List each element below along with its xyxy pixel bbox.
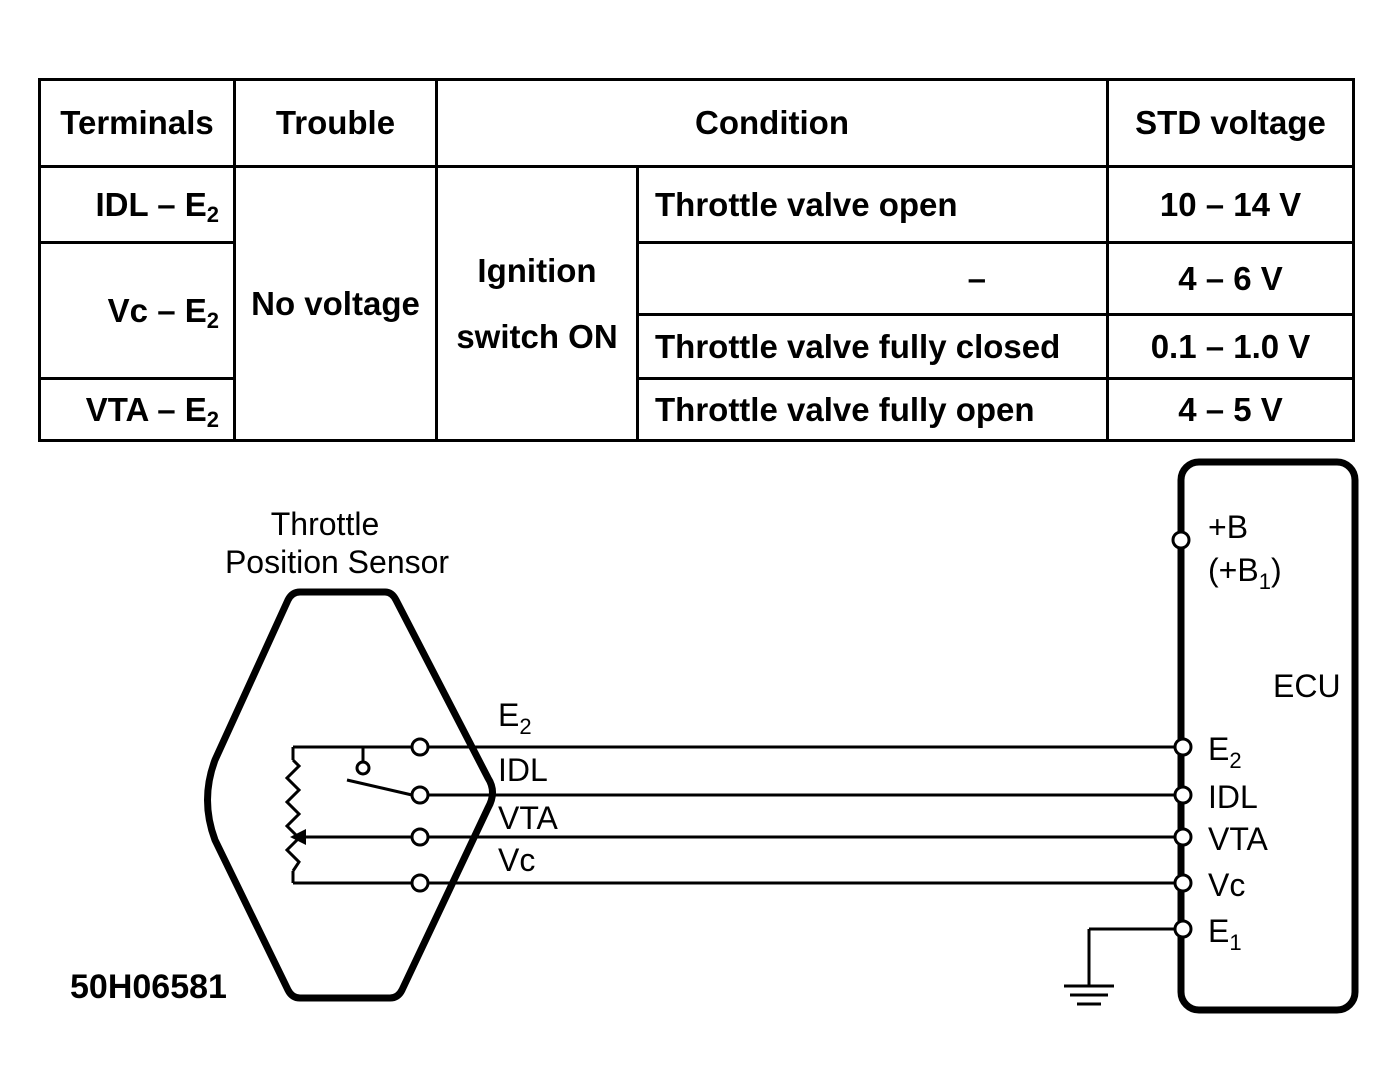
- ecu-label-vc: Vc: [1208, 867, 1245, 903]
- ignition-condition-cell: Ignition switch ON: [435, 165, 639, 442]
- trouble-cell: No voltage: [233, 165, 438, 442]
- ecu-terminal-b: [1171, 530, 1191, 550]
- ecu-label-e2: E2: [1208, 731, 1242, 773]
- wiper-arrow-icon: [290, 829, 306, 845]
- ecu-label-vta: VTA: [1208, 821, 1269, 857]
- ecu-terminal-e2: [1173, 737, 1193, 757]
- ecu-label: ECU: [1273, 668, 1341, 704]
- condition-cell: Throttle valve fully closed: [635, 313, 1110, 380]
- ecu-label-idl: IDL: [1208, 779, 1258, 815]
- ecu-label-b: +B: [1208, 509, 1248, 545]
- terminal-cell: IDL – E2: [38, 165, 236, 244]
- sensor-title-line-2: Position Sensor: [225, 544, 449, 580]
- voltage-cell: 0.1 – 1.0 V: [1106, 313, 1356, 380]
- sensor-terminal-idl: [410, 785, 430, 805]
- ecu-terminal-e1: [1173, 919, 1193, 939]
- wire-label-vta: VTA: [498, 800, 559, 836]
- ignition-line-1: Ignition: [477, 251, 597, 289]
- header-trouble: Trouble: [233, 78, 438, 168]
- sensor-terminal-vc: [410, 873, 430, 893]
- wire-label-e2: E2: [498, 697, 532, 739]
- condition-cell: –: [635, 241, 1110, 316]
- header-terminals: Terminals: [38, 78, 236, 168]
- resistor-zigzag: [284, 758, 302, 872]
- condition-cell: Throttle valve open: [635, 165, 1110, 244]
- ground-icon: [1064, 927, 1175, 1006]
- sensor-terminal-vta: [410, 827, 430, 847]
- condition-cell: Throttle valve fully open: [635, 377, 1110, 442]
- idle-contact: [355, 760, 371, 776]
- sensor-terminal-e2: [410, 737, 430, 757]
- wire-label-idl: IDL: [498, 752, 548, 788]
- voltage-cell: 4 – 5 V: [1106, 377, 1356, 442]
- wire-label-vc: Vc: [498, 842, 535, 878]
- ecu-terminal-vc: [1173, 873, 1193, 893]
- sensor-terminals: [410, 737, 430, 893]
- terminal-cell: Vc – E2: [38, 241, 236, 380]
- harness-wires: [428, 745, 1175, 885]
- ecu-label-b1: (+B1): [1208, 552, 1282, 594]
- ignition-line-2: switch ON: [456, 317, 618, 355]
- sensor-title-line-1: Throttle: [271, 506, 379, 542]
- sensor-body: [204, 588, 496, 1002]
- ecu-terminal-vta: [1173, 827, 1193, 847]
- header-std-voltage: STD voltage: [1106, 78, 1356, 168]
- voltage-cell: 10 – 14 V: [1106, 165, 1356, 244]
- ecu-label-e1: E1: [1208, 913, 1242, 955]
- ecu-terminal-idl: [1173, 785, 1193, 805]
- figure-code: 50H06581: [70, 968, 227, 1006]
- header-condition: Condition: [434, 78, 1110, 168]
- sensor-internal-wiring: [284, 745, 413, 885]
- terminal-cell: VTA – E2: [38, 377, 236, 442]
- voltage-spec-table: Terminals Trouble Condition STD voltage …: [38, 78, 1356, 442]
- voltage-cell: 4 – 6 V: [1106, 241, 1356, 316]
- ecu-box: [1177, 458, 1359, 1014]
